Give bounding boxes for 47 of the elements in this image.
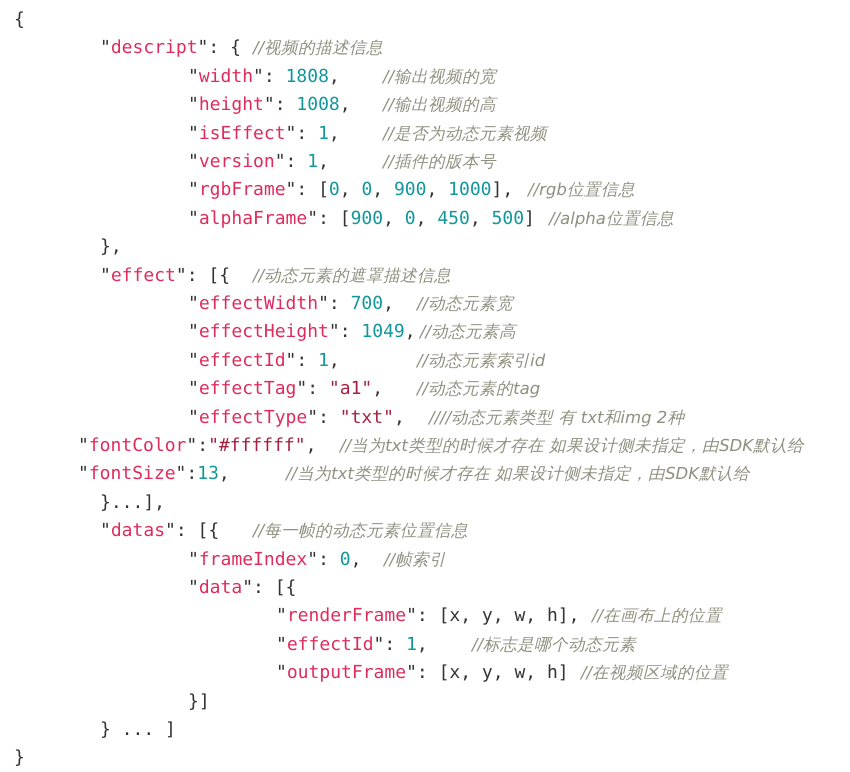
code-line: "version": 1, bbox=[188, 151, 329, 173]
code-line: }, bbox=[100, 236, 122, 258]
code-line: "width": 1808, bbox=[188, 66, 340, 88]
code-line: } ... ] bbox=[100, 719, 176, 741]
code-comment: //标志是哪个动态元素 bbox=[472, 634, 636, 656]
code-comment: //当为txt类型的时候才存在 如果设计侧未指定，由SDK默认给 bbox=[286, 463, 750, 486]
code-line: "data": [{ bbox=[188, 577, 296, 599]
code-line: }...], bbox=[100, 492, 166, 514]
code-line: "effectTag": "a1", bbox=[188, 378, 384, 400]
code-line: "fontSize":13, bbox=[78, 463, 230, 486]
code-line: } bbox=[14, 747, 25, 770]
code-comment: //动态元素的tag bbox=[417, 378, 540, 400]
code-line: "effectId": 1, bbox=[276, 634, 428, 656]
code-comment: //动态元素的遮罩描述信息 bbox=[253, 264, 452, 287]
code-line: "height": 1008, bbox=[188, 94, 351, 116]
code-comment: //动态元素高 bbox=[420, 321, 516, 344]
code-line: "effectWidth": 700, bbox=[188, 293, 394, 315]
code-comment: //在视频区域的位置 bbox=[581, 662, 728, 684]
code-line: }] bbox=[188, 690, 210, 713]
code-line: "outputFrame": [x, y, w, h] bbox=[276, 662, 569, 684]
code-line: "effectHeight": 1049, bbox=[188, 321, 416, 344]
code-line: "descript": { bbox=[100, 37, 241, 60]
code-comment: //动态元素宽 bbox=[417, 293, 514, 315]
code-comment: //当为txt类型的时候才存在 如果设计侧未指定，由SDK默认给 bbox=[340, 435, 804, 457]
code-comment: //alpha位置信息 bbox=[549, 208, 674, 230]
code-comment: //帧索引 bbox=[384, 548, 446, 571]
code-line: "fontColor":"#ffffff", bbox=[78, 435, 316, 457]
code-comment: //每一帧的动态元素位置信息 bbox=[253, 520, 468, 542]
code-line: "effectId": 1, bbox=[188, 350, 340, 372]
code-comment: //rgb位置信息 bbox=[528, 179, 635, 202]
code-line: "isEffect": 1, bbox=[188, 122, 340, 145]
code-comment: //输出视频的宽 bbox=[383, 66, 496, 88]
code-comment: //插件的版本号 bbox=[383, 151, 496, 173]
code-line: "frameIndex": 0, bbox=[188, 548, 362, 571]
code-comment: //动态元素索引id bbox=[417, 350, 546, 372]
code-line: "rgbFrame": [0, 0, 900, 1000], bbox=[188, 179, 514, 202]
code-line: "renderFrame": [x, y, w, h], bbox=[276, 605, 580, 628]
code-line: "datas": [{ bbox=[100, 520, 220, 542]
code-comment: //在画布上的位置 bbox=[592, 605, 722, 628]
code-comment: //是否为动态元素视频 bbox=[383, 122, 548, 145]
code-comment: //输出视频的高 bbox=[383, 94, 496, 116]
code-comment: //视频的描述信息 bbox=[253, 37, 384, 60]
code-comment: ////动态元素类型 有 txt和img 2种 bbox=[429, 406, 684, 429]
code-line: "effectType": "txt", bbox=[188, 406, 405, 429]
code-line: { bbox=[14, 9, 25, 31]
code-line: "effect": [{ bbox=[100, 264, 230, 287]
code-line: "alphaFrame": [900, 0, 450, 500] bbox=[188, 208, 535, 230]
